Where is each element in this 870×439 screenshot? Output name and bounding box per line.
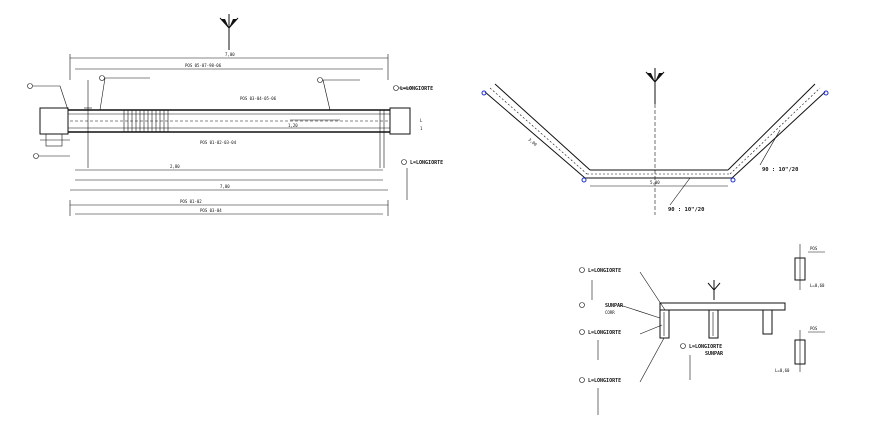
- section-detail: L=LONGIORTE SUNPAR CORR L=LONGIORTE L=LO…: [579, 267, 786, 415]
- callout-top-right: [317, 77, 360, 111]
- plan-view: 5,00 3,00 90 : 10"/20 90 : 10"/20: [481, 68, 829, 215]
- small-detail-top: POS L=0,60: [794, 244, 825, 290]
- callout-top-left: [27, 83, 69, 111]
- total-span-label: 7,00: [225, 52, 235, 57]
- dim-label-4: POS 03-04: [200, 208, 222, 213]
- note-dim-a: 1,20: [288, 123, 298, 128]
- callout-bottom-right-label: L=LONGIORTE: [410, 160, 443, 166]
- detail-top-label: POS: [810, 246, 818, 251]
- section-callout-2: SUNPAR CORR: [579, 302, 661, 319]
- dim-label-2: 7,00: [220, 184, 230, 189]
- callout-right: L=LONGIORTE: [393, 85, 433, 92]
- detail-top-sub: L=0,60: [810, 283, 825, 288]
- plan-side-label: 3,00: [527, 137, 538, 147]
- section-callout-3-label: L=LONGIORTE: [588, 330, 621, 336]
- angle-right-label: 90 : 10"/20: [762, 167, 798, 173]
- section-callout-4-label: L=LONGIORTE: [588, 378, 621, 384]
- small-detail-bottom: POS L=0,60: [775, 326, 825, 373]
- note-top: POS 05-07-98-06: [185, 63, 222, 68]
- north-arrow-icon: [645, 68, 665, 104]
- callout-bottom-right: L=LONGIORTE: [401, 159, 443, 200]
- vertical-tag-2: 1: [420, 126, 423, 131]
- section-callout-1-label: L=LONGIORTE: [588, 268, 621, 274]
- note-bottom: POS 01-02-03-04: [200, 140, 237, 145]
- section-callout-2-label: SUNPAR: [605, 303, 624, 309]
- detail-bottom-sub: L=0,60: [775, 368, 790, 373]
- stirrup-cluster: [123, 110, 169, 132]
- section-callout-2-sub: CORR: [605, 310, 615, 315]
- vertical-tag-1: L: [420, 118, 423, 123]
- section-callout-5: L=LONGIORTE SUNPAR: [680, 343, 724, 357]
- section-callout-1: L=LONGIORTE: [579, 267, 666, 311]
- section-callout-5-label: L=LONGIORTE: [689, 344, 722, 350]
- north-arrow-icon: [707, 280, 721, 300]
- detail-bottom-label: POS: [810, 326, 818, 331]
- section-callout-5-sub: SUNPAR: [705, 351, 724, 357]
- callout-bottom-left: [33, 153, 70, 159]
- note-mid: POS 03-04-05-06: [240, 96, 277, 101]
- callout-right-label: L=LONGIORTE: [400, 86, 433, 92]
- dim-label-3: POS 01-02: [180, 199, 202, 204]
- dim-label-1: 2,80: [170, 164, 180, 169]
- north-arrow-icon: [219, 14, 239, 50]
- section-callout-3: L=LONGIORTE: [579, 324, 663, 336]
- beam-elevation: 7,00 POS 05-07-98-06: [27, 14, 443, 216]
- section-callout-4: L=LONGIORTE: [579, 337, 665, 384]
- angle-bottom-label: 90 : 10"/20: [668, 207, 704, 213]
- callout-top-mid: [99, 75, 150, 111]
